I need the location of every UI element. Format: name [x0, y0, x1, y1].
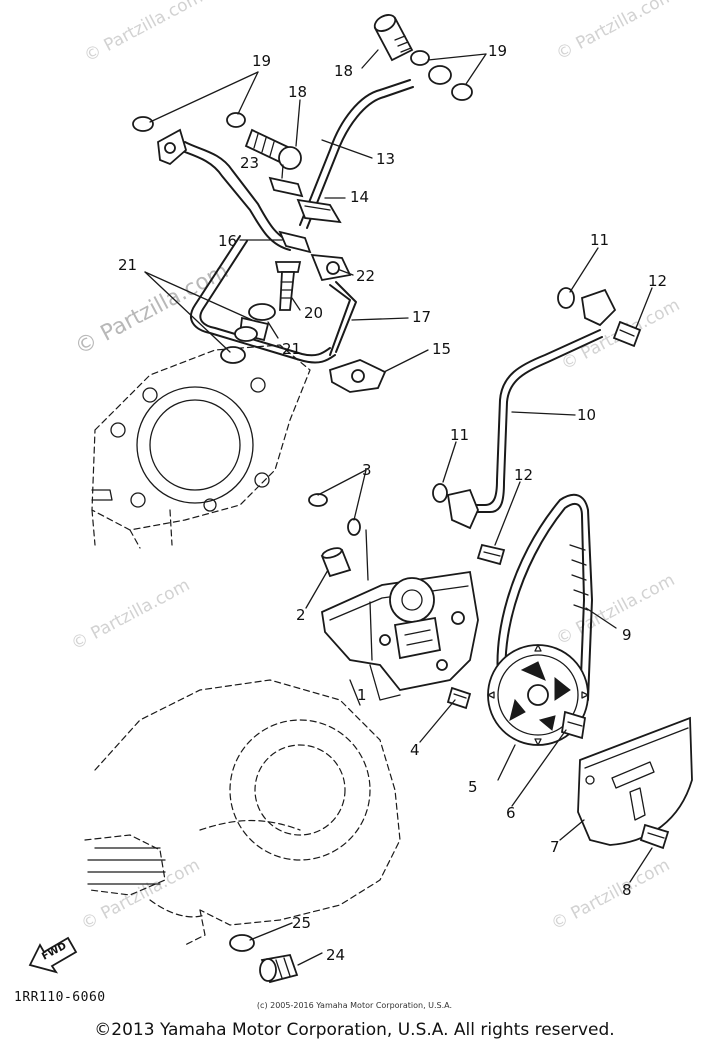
- leader-lines: [144, 49, 653, 966]
- pipe-fitting-15: [328, 359, 387, 393]
- pipe-fitting-upper: [580, 288, 617, 327]
- callout-15: 15: [432, 340, 451, 358]
- bolt-6: [560, 710, 587, 740]
- pipe-clamp-14: [296, 198, 342, 224]
- callout-21-upper: 21: [118, 256, 137, 274]
- callout-14: 14: [350, 188, 369, 206]
- callout-19-left: 19: [252, 52, 271, 70]
- washer-19: [451, 83, 473, 101]
- callout-10: 10: [577, 406, 596, 424]
- drain-bolt-24: [259, 953, 299, 984]
- oil-pipe-10: [469, 329, 603, 513]
- watermark: © Partzilla.com: [553, 0, 678, 64]
- o-ring-3: [347, 518, 361, 536]
- forward-direction-arrow: FWD: [28, 936, 78, 974]
- pipe-fitting-lower: [446, 488, 479, 530]
- callout-12-upper: 12: [648, 272, 667, 290]
- drive-chain-9: [496, 493, 593, 703]
- watermark: © Partzilla.com: [68, 575, 193, 654]
- pipe-clamp-23: [268, 176, 304, 198]
- washer-19: [410, 50, 430, 66]
- callout-16: 16: [218, 232, 237, 250]
- watermark: © Partzilla.com: [71, 259, 233, 361]
- callout-6: 6: [506, 804, 516, 822]
- callout-labels: 1 2 3 4 5 6 7 8 9 10 11 11 12 12 13 14 1…: [118, 42, 667, 964]
- callout-18-top: 18: [334, 62, 353, 80]
- callout-24: 24: [326, 946, 345, 964]
- watermark: © Partzilla.com: [553, 570, 678, 649]
- pipe-clamp-16: [278, 230, 312, 254]
- footer-copyright: ©2013 Yamaha Motor Corporation, U.S.A. A…: [94, 1020, 615, 1040]
- washer-21: [248, 303, 276, 321]
- callout-7: 7: [550, 838, 560, 856]
- union-bolt-20: [274, 261, 302, 311]
- callout-17: 17: [412, 308, 431, 326]
- callout-5: 5: [468, 778, 478, 796]
- callout-9: 9: [622, 626, 632, 644]
- crankcase-outline: [84, 679, 401, 946]
- watermark: © Partzilla.com: [548, 855, 673, 934]
- washer-19: [428, 65, 452, 85]
- callout-2: 2: [296, 606, 306, 624]
- washer-21: [234, 326, 258, 342]
- callout-11-lower: 11: [450, 426, 469, 444]
- oil-delivery-pipe-13: [299, 79, 414, 229]
- dowel-pin-2: [320, 547, 352, 578]
- callout-22: 22: [356, 267, 375, 285]
- callout-13: 13: [376, 150, 395, 168]
- screw-4: [446, 686, 472, 710]
- small-copyright: (c) 2005-2016 Yamaha Motor Corporation, …: [256, 1001, 453, 1010]
- callout-4: 4: [410, 741, 420, 759]
- union-bolt-18-top: [373, 14, 414, 62]
- diagram-code: 1RR110-6060: [14, 990, 106, 1005]
- o-ring-3: [308, 493, 328, 507]
- clamp-22: [310, 253, 352, 282]
- bolt-12-lower: [476, 543, 506, 566]
- watermark: © Partzilla.com: [81, 0, 206, 66]
- bolt-12-upper: [612, 320, 642, 348]
- callout-3: 3: [362, 461, 372, 479]
- callout-20: 20: [304, 304, 323, 322]
- callout-18-left: 18: [288, 83, 307, 101]
- callout-25: 25: [292, 914, 311, 932]
- callout-23: 23: [240, 154, 259, 172]
- o-ring-11-upper: [557, 287, 575, 309]
- callout-11-upper: 11: [590, 231, 609, 249]
- washer-19: [132, 116, 154, 132]
- bolt-8: [639, 823, 670, 850]
- cylinder-head-outline: [91, 344, 311, 549]
- callout-8: 8: [622, 881, 632, 899]
- callout-12-lower: 12: [514, 466, 533, 484]
- union-bolt-18-left: [244, 128, 302, 170]
- callout-1: 1: [357, 686, 367, 704]
- pipe-fitting-top-left: [157, 128, 188, 166]
- sprocket-cover-7: [577, 716, 693, 846]
- o-ring-11-lower: [432, 483, 448, 503]
- oil-pump-assembly-1: [321, 570, 479, 701]
- gasket-25: [229, 934, 255, 952]
- callout-21-lower: 21: [282, 340, 301, 358]
- washer-19: [226, 112, 246, 128]
- washer-21: [220, 346, 246, 364]
- callout-19-right: 19: [488, 42, 507, 60]
- watermark: © Partzilla.com: [78, 855, 203, 934]
